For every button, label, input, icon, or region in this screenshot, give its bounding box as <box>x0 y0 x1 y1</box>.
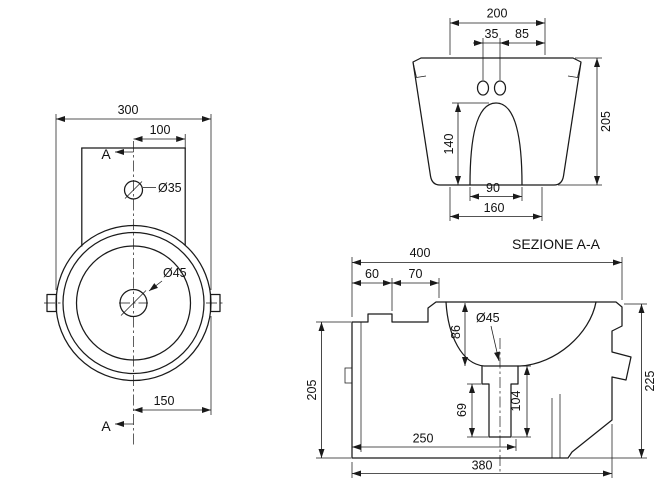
section-dim-104-label: 104 <box>509 391 523 412</box>
plan-section-label-top: A <box>101 146 111 162</box>
rear-dim-140: 140 <box>442 102 489 185</box>
section-view: SEZIONE A-A 400 60 70 8 <box>305 236 657 478</box>
section-dim-225: 225 <box>570 303 657 459</box>
section-dim-250: 250 <box>352 432 517 451</box>
rear-view: 200 35 85 205 140 <box>412 7 613 221</box>
section-dim-400-label: 400 <box>410 246 431 260</box>
rear-dim-205-label: 205 <box>599 111 613 132</box>
section-left-outlet <box>344 367 352 384</box>
rear-dim-200-label: 200 <box>487 7 508 21</box>
section-dim-205: 205 <box>305 321 351 459</box>
rear-right-hole <box>493 80 507 96</box>
rear-ear-notches <box>412 61 582 78</box>
section-dim-60-label: 60 <box>365 267 379 281</box>
plan-dim-100: 100 <box>133 123 186 148</box>
plan-faucet-hole <box>123 180 156 200</box>
plan-section-marks: A A <box>101 146 134 434</box>
section-title: SEZIONE A-A <box>512 236 601 252</box>
section-dim-86: 86 <box>449 303 468 366</box>
plan-section-label-bottom: A <box>101 418 111 434</box>
rear-dim-35-label: 35 <box>485 27 499 41</box>
rear-left-hole <box>476 80 490 96</box>
section-dim-104: 104 <box>509 365 531 438</box>
plan-dia35-label: Ø35 <box>158 181 182 195</box>
plan-view: Ø35 Ø45 300 100 <box>44 103 223 446</box>
section-dim-250-label: 250 <box>413 432 434 446</box>
section-dim-70-label: 70 <box>409 267 423 281</box>
section-dim-400: 400 <box>351 246 623 317</box>
section-dim-380-label: 380 <box>472 459 493 473</box>
rear-dim-140-label: 140 <box>442 134 456 155</box>
section-outline <box>351 301 632 459</box>
section-dia45-label: Ø45 <box>476 311 500 325</box>
rear-dim-90-label: 90 <box>486 181 500 195</box>
plan-dim-150-label: 150 <box>154 394 175 408</box>
section-dim-225-label: 225 <box>643 371 657 392</box>
rear-dim-200: 200 <box>449 7 546 55</box>
rear-arch <box>469 102 523 186</box>
section-dim-60-70: 60 70 <box>352 267 440 311</box>
rear-dim-160-label: 160 <box>484 201 505 215</box>
plan-dim-150: 150 <box>133 316 212 415</box>
plan-dim-300: 300 <box>55 103 212 290</box>
section-dia45-leader <box>490 325 500 362</box>
rear-outline <box>412 57 582 186</box>
plan-dim-100-label: 100 <box>150 123 171 137</box>
rear-dim-160: 160 <box>449 187 543 221</box>
section-dim-69-label: 69 <box>455 403 469 417</box>
plan-dia45-label: Ø45 <box>163 266 187 280</box>
plan-dia45-leader <box>148 280 163 292</box>
section-dim-205-label: 205 <box>305 380 319 401</box>
rear-dim-35-85: 35 85 <box>473 27 545 80</box>
plan-back-shelf <box>81 147 186 247</box>
section-dim-69: 69 <box>455 383 488 438</box>
plan-right-lug <box>209 293 221 313</box>
plan-dim-300-label: 300 <box>118 103 139 117</box>
rear-dim-90: 90 <box>469 181 523 201</box>
plan-left-lug <box>46 293 58 313</box>
rear-dim-85-label: 85 <box>515 27 529 41</box>
plan-drain-hole <box>119 288 148 318</box>
section-dim-86-label: 86 <box>449 325 463 339</box>
section-dim-380: 380 <box>351 424 613 478</box>
rear-dim-205: 205 <box>558 57 613 186</box>
